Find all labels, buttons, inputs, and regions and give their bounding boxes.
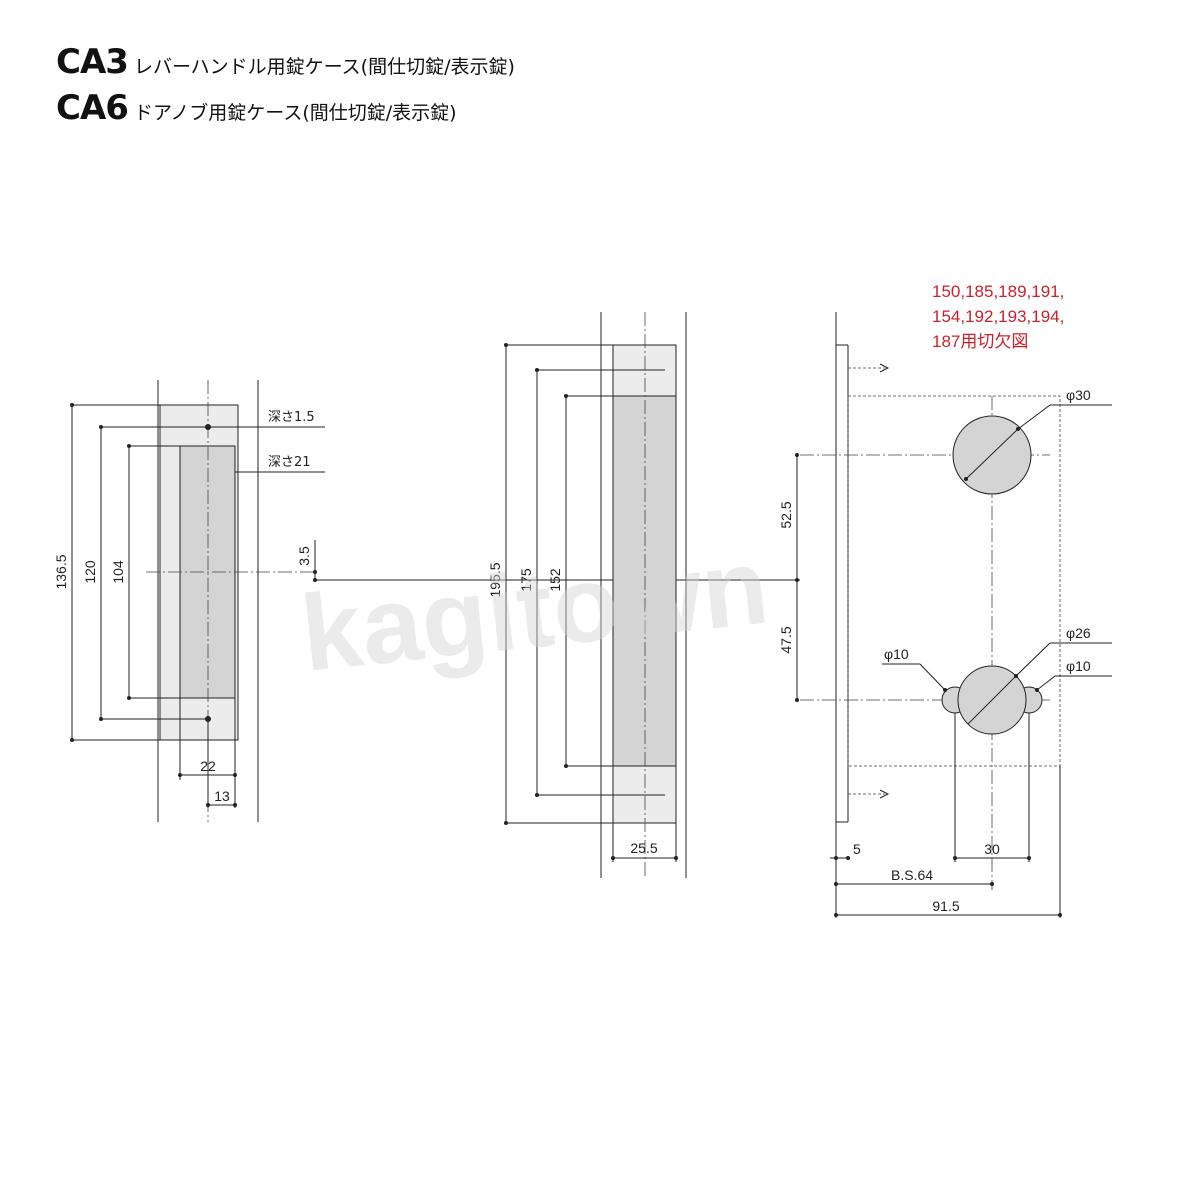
dim-upper-spacing: 52.5 — [778, 501, 794, 528]
dimension-dot — [70, 403, 74, 407]
dimension-dot — [846, 856, 850, 860]
model-description: ドアノブ用錠ケース(間仕切錠/表示錠) — [134, 102, 457, 124]
dim-lower-spacing: 47.5 — [778, 626, 794, 653]
cutout-note-line: 187用切欠図 — [932, 332, 1028, 351]
dimension-dot — [564, 394, 568, 398]
dim-phi10-left: φ10 — [884, 646, 909, 662]
dimension-dot — [233, 773, 237, 777]
cutout-note-line: 154,192,193,194, — [932, 307, 1064, 326]
dimension-dot — [233, 803, 237, 807]
dimension-dot — [834, 882, 838, 886]
model-description: レバーハンドル用錠ケース(間仕切錠/表示錠) — [134, 56, 515, 78]
dimension-dot — [611, 856, 615, 860]
dim-strike-height: 120 — [82, 560, 98, 584]
dimension-dot — [990, 882, 994, 886]
dimension-dot — [127, 696, 131, 700]
model-code: CA3 — [56, 42, 129, 82]
screw-arrow-head — [879, 363, 890, 373]
leader-line — [1015, 642, 1051, 677]
dimension-dot — [99, 425, 103, 429]
dim-edge-5: 5 — [853, 841, 861, 857]
dimension-dot — [127, 444, 131, 448]
dimension-dot — [1035, 688, 1039, 692]
mortise-outline — [847, 395, 1061, 767]
lock-case-cavity — [612, 395, 677, 767]
dim-offset: 3.5 — [296, 546, 312, 566]
page-header: CA3 レバーハンドル用錠ケース(間仕切錠/表示錠) CA6 ドアノブ用錠ケース… — [56, 42, 515, 134]
cutout-view: 150,185,189,191, 154,192,193,194, 187用切欠… — [778, 282, 1112, 918]
dim-overall-height: 136.5 — [53, 554, 69, 589]
dimension-dot — [953, 856, 957, 860]
leader-line — [919, 663, 946, 691]
cutout-note-line: 150,185,189,191, — [932, 282, 1064, 301]
dimension-dot — [1058, 913, 1062, 917]
leader-line — [1036, 675, 1056, 691]
dim-inner-height: 152 — [547, 568, 563, 592]
dimension-dot — [795, 578, 799, 582]
dimension-dot — [99, 717, 103, 721]
dim-phi30: φ30 — [1066, 387, 1091, 403]
dimension-dot — [1027, 856, 1031, 860]
dimension-dot — [795, 453, 799, 457]
side-view: 195.5 175 152 25.5 — [487, 312, 687, 878]
dim-case-height: 195.5 — [487, 562, 503, 597]
dimension-dot — [674, 856, 678, 860]
dimension-dot — [964, 477, 968, 481]
dim-width-22: 22 — [200, 758, 216, 774]
diameter-line — [967, 675, 1017, 725]
watermark: kagitown — [296, 525, 774, 694]
dim-spindle-30: 30 — [984, 841, 1000, 857]
dim-case-width: 25.5 — [630, 840, 657, 856]
front-view: 136.5 120 104 深さ1.5 深さ21 22 13 3 — [53, 380, 325, 822]
dimension-dot — [504, 821, 508, 825]
dimension-dot — [564, 764, 568, 768]
dim-phi26: φ26 — [1066, 625, 1091, 641]
dim-backset: B.S.64 — [891, 867, 933, 883]
dimension-dot — [70, 738, 74, 742]
dimension-dot — [834, 856, 838, 860]
dimension-dot — [834, 913, 838, 917]
dimension-dot — [206, 803, 210, 807]
note-depth-deep: 深さ21 — [268, 455, 311, 470]
model-code: CA6 — [56, 88, 129, 128]
note-depth-shallow: 深さ1.5 — [268, 410, 315, 425]
dimension-dot — [504, 343, 508, 347]
dim-total-width: 91.5 — [932, 898, 959, 914]
dim-mid-height: 175 — [518, 568, 534, 592]
diameter-line — [965, 428, 1019, 480]
header-row-ca6: CA6 ドアノブ用錠ケース(間仕切錠/表示錠) — [56, 88, 515, 134]
dim-phi10-right: φ10 — [1066, 658, 1091, 674]
leader-line — [1017, 404, 1051, 430]
dim-cutout-height: 104 — [110, 560, 126, 584]
dimension-dot — [535, 793, 539, 797]
dim-width-13: 13 — [214, 788, 230, 804]
dimension-dot — [943, 688, 947, 692]
dimension-dot — [795, 698, 799, 702]
dimension-dot — [313, 570, 317, 574]
screw-arrow-head — [879, 789, 890, 799]
header-row-ca3: CA3 レバーハンドル用錠ケース(間仕切錠/表示錠) — [56, 42, 515, 88]
dimension-dot — [535, 368, 539, 372]
dimension-dot — [178, 773, 182, 777]
